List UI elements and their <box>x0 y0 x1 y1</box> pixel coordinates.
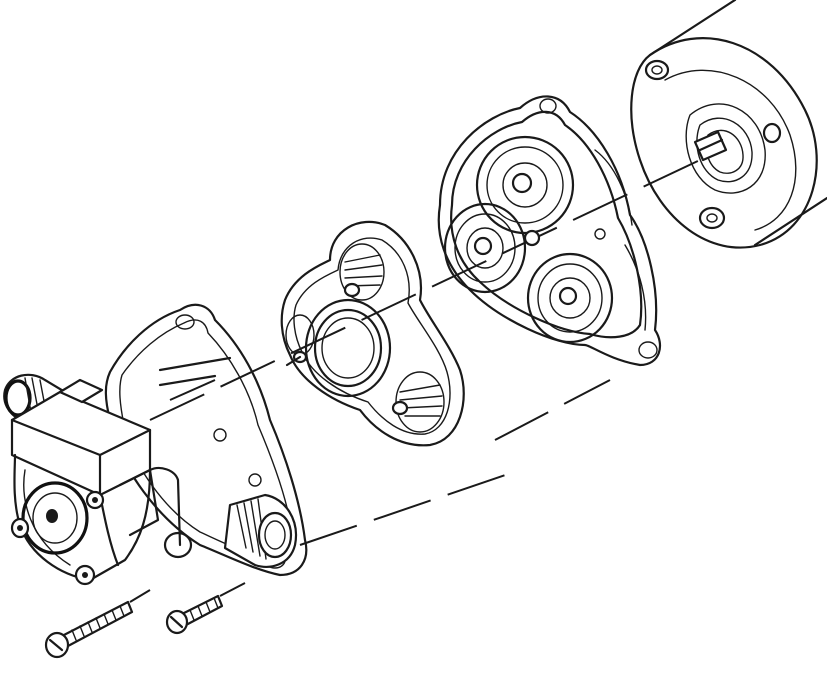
cam-bearing-housing <box>437 95 662 367</box>
short-screw <box>165 582 246 635</box>
pump-head <box>3 373 182 586</box>
long-screw <box>44 589 151 659</box>
check-valve-assembly <box>104 303 308 577</box>
motor-housing <box>630 0 827 249</box>
diaphragm-assembly <box>280 220 465 447</box>
assembly-axis <box>149 159 701 546</box>
